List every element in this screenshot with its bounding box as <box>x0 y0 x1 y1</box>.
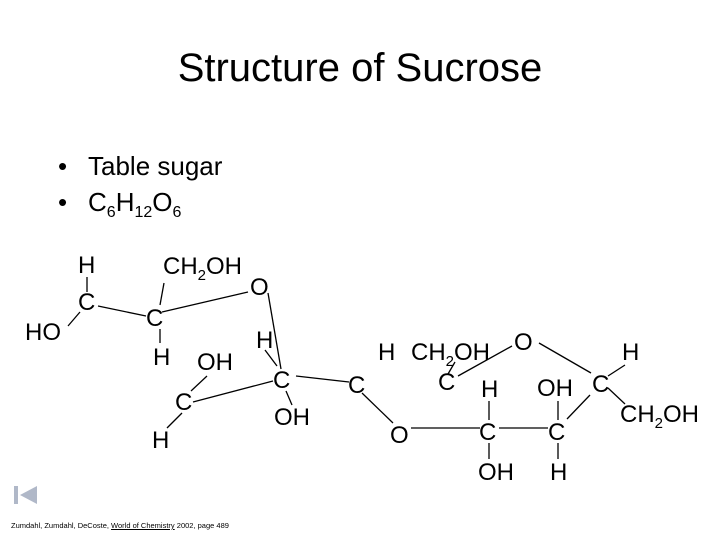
bond-c4-oh <box>285 390 293 406</box>
formula-c: C <box>88 187 107 217</box>
atom-h-top-left: H <box>78 252 95 279</box>
skip-back-icon-bar <box>14 486 18 504</box>
bond-oh-c3 <box>190 375 208 392</box>
bullet-table-sugar: • Table sugar <box>58 148 222 184</box>
bond-o-c9 <box>538 342 592 374</box>
atom-c7: C <box>479 419 496 446</box>
atom-h-c4: H <box>256 327 273 354</box>
citation: Zumdahl, Zumdahl, DeCoste, World of Chem… <box>11 521 229 530</box>
formula-o: O <box>152 187 173 217</box>
atom-c1: C <box>78 289 95 316</box>
bullet-dot: • <box>58 151 68 181</box>
atom-ho-left: HO <box>25 319 61 346</box>
skip-back-icon-arrow <box>20 486 37 504</box>
citation-authors: Zumdahl, Zumdahl, DeCoste, <box>11 521 112 530</box>
bond-c2-o <box>161 291 249 313</box>
group-ch2oh-right-tail: OH <box>663 401 699 428</box>
atom-h-bottom-left: H <box>152 427 169 454</box>
atom-h-top-right: H <box>622 339 639 366</box>
group-ch2oh-top-main: CH <box>163 253 198 280</box>
skip-back-icon[interactable] <box>13 485 39 505</box>
bullet-formula: • C6H12O6 <box>58 184 222 221</box>
group-ch2oh-right-sub: 2 <box>655 415 663 432</box>
bond-c8-c9 <box>566 394 591 420</box>
atom-o-bridge: O <box>390 422 409 449</box>
bond-c9-ch2oh <box>607 387 626 405</box>
bond-ch2oh-c2 <box>159 282 165 306</box>
atom-c8: C <box>548 419 565 446</box>
bond-h-c9 <box>607 364 626 377</box>
bullet-text: Table sugar <box>88 151 223 181</box>
citation-book: World of Chemistry <box>111 521 175 530</box>
atom-c3: C <box>175 389 192 416</box>
citation-details: 2002, page 489 <box>174 521 229 530</box>
group-ch2oh-right-main: CH <box>620 401 655 428</box>
formula-c-count: 6 <box>106 204 116 221</box>
group-ch2oh-mid-sub: 2 <box>446 353 454 370</box>
atom-h-c7: H <box>481 376 498 403</box>
atom-c4: C <box>273 367 290 394</box>
atom-o-ring2: O <box>514 329 533 356</box>
bond-h-c4 <box>264 349 278 367</box>
bullet-list: • Table sugar • C6H12O6 <box>58 148 222 221</box>
atom-c2: C <box>146 305 163 332</box>
bond-o-c4 <box>267 292 282 370</box>
atom-oh-c4: OH <box>274 404 310 431</box>
group-ch2oh-top: CH2OH <box>163 253 242 284</box>
bond-c1-c2 <box>97 305 147 317</box>
atom-labels: H C HO CH2OH O C H OH C H H C OH C O H C… <box>25 252 699 486</box>
atom-h-mid: H <box>153 344 170 371</box>
group-ch2oh-top-tail: OH <box>206 253 242 280</box>
formula-o-count: 6 <box>172 204 182 221</box>
group-ch2oh-mid-tail: OH <box>454 339 490 366</box>
formula-h-count: 12 <box>134 204 153 221</box>
bond-c5-o <box>361 392 394 424</box>
atom-h-c6: H <box>378 339 395 366</box>
bond-c4-c5 <box>295 375 350 383</box>
atom-h-c8: H <box>550 459 567 486</box>
formula-h: H <box>115 187 135 217</box>
bullet-dot: • <box>58 187 68 217</box>
bond-c3-c4 <box>192 380 274 403</box>
group-ch2oh-mid: CH2OH <box>411 339 490 370</box>
atom-oh-c7: OH <box>478 459 514 486</box>
slide-title: Structure of Sucrose <box>177 46 543 90</box>
atom-c9: C <box>592 371 609 398</box>
bond-c3-h <box>166 412 183 429</box>
atom-c5: C <box>348 372 365 399</box>
atom-oh-mid: OH <box>197 349 233 376</box>
atom-oh-c8: OH <box>537 375 573 402</box>
bond-c6-o <box>457 345 513 377</box>
group-ch2oh-top-sub: 2 <box>198 267 206 284</box>
bond-lines <box>67 277 626 459</box>
atom-c6: C <box>438 369 455 396</box>
atom-o-ring1: O <box>250 274 269 301</box>
group-ch2oh-right: CH2OH <box>620 401 699 432</box>
bond-ch2oh-c6 <box>447 361 456 375</box>
bond-ho-c1 <box>67 311 81 327</box>
group-ch2oh-mid-main: CH <box>411 339 446 366</box>
